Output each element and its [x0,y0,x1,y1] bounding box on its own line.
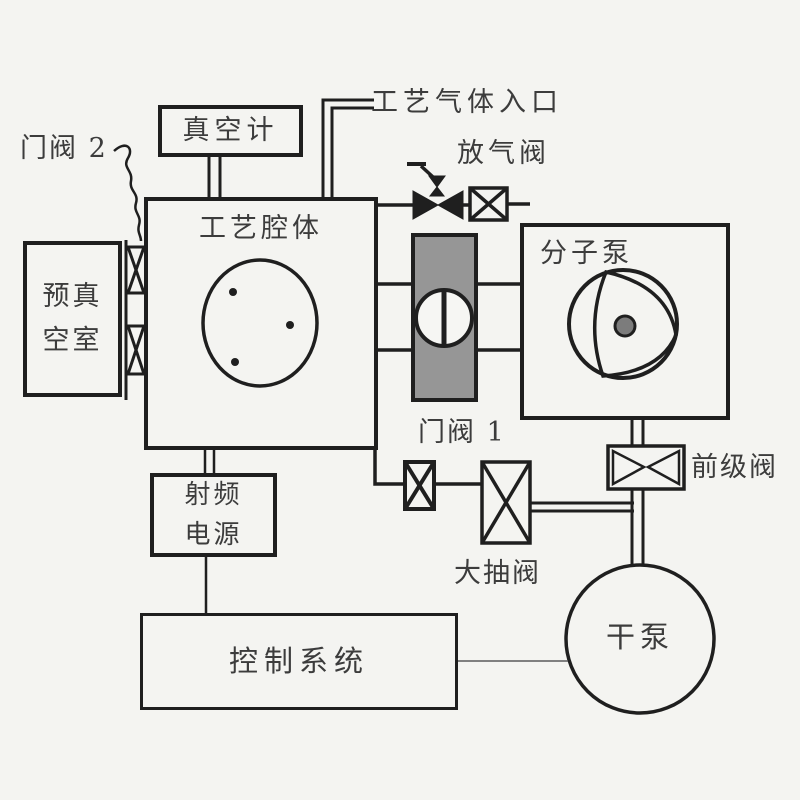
process-chamber-label: 工艺腔体 [199,213,323,244]
control-system-box: 控制系统 [140,613,458,710]
control-system-label: 控制系统 [228,643,369,678]
rf-power-label: 射频 电源 [184,480,243,550]
rf-feed-pipe [203,448,216,473]
gate-valve2-label: 门阀 2 [20,133,108,164]
rf-power-box: 射频 电源 [150,473,277,557]
pump-outlet-pipe [630,420,645,446]
dry-pump-label: 干泵 [605,620,674,654]
pre-vacuum-chamber-box: 预真 空室 [23,241,122,397]
foreline-drypump-pipe [630,489,645,566]
vacuum-gauge-box: 真空计 [158,105,303,157]
gate-valve1-symbol [411,233,478,402]
gas-inlet-label: 工艺气体入口 [371,87,563,118]
chamber-drain-line [373,448,482,486]
vent-valve-symbol [468,186,509,222]
main-pump-valve-label: 大抽阀 [454,558,541,589]
roughing-valve-symbol [403,460,436,511]
gate-valve2-leader-line [113,144,143,242]
vacuum-gauge-label: 真空计 [182,115,279,147]
molecular-pump-label: 分子泵 [540,238,633,269]
foreline-valve-symbol [606,444,686,491]
process-chamber-box: 工艺腔体 [144,197,378,450]
main-valve-pipe [530,501,634,513]
foreline-valve-label: 前级阀 [691,452,778,483]
vent-valve-label: 放气阀 [457,138,550,169]
gas-inlet-pipe [321,98,374,199]
gauge-pipe [207,157,222,199]
chamber-gv1-pipes [378,282,520,352]
molecular-pump-box: 分子泵 [520,223,730,420]
gate-valve1-label: 门阀 1 [418,417,506,448]
needle-valve-symbol [407,162,464,220]
vent-line [378,202,530,207]
pre-vacuum-chamber-label: 预真 空室 [42,281,103,356]
main-pump-valve-symbol [480,460,532,545]
gate-valve2-symbol [124,240,147,400]
